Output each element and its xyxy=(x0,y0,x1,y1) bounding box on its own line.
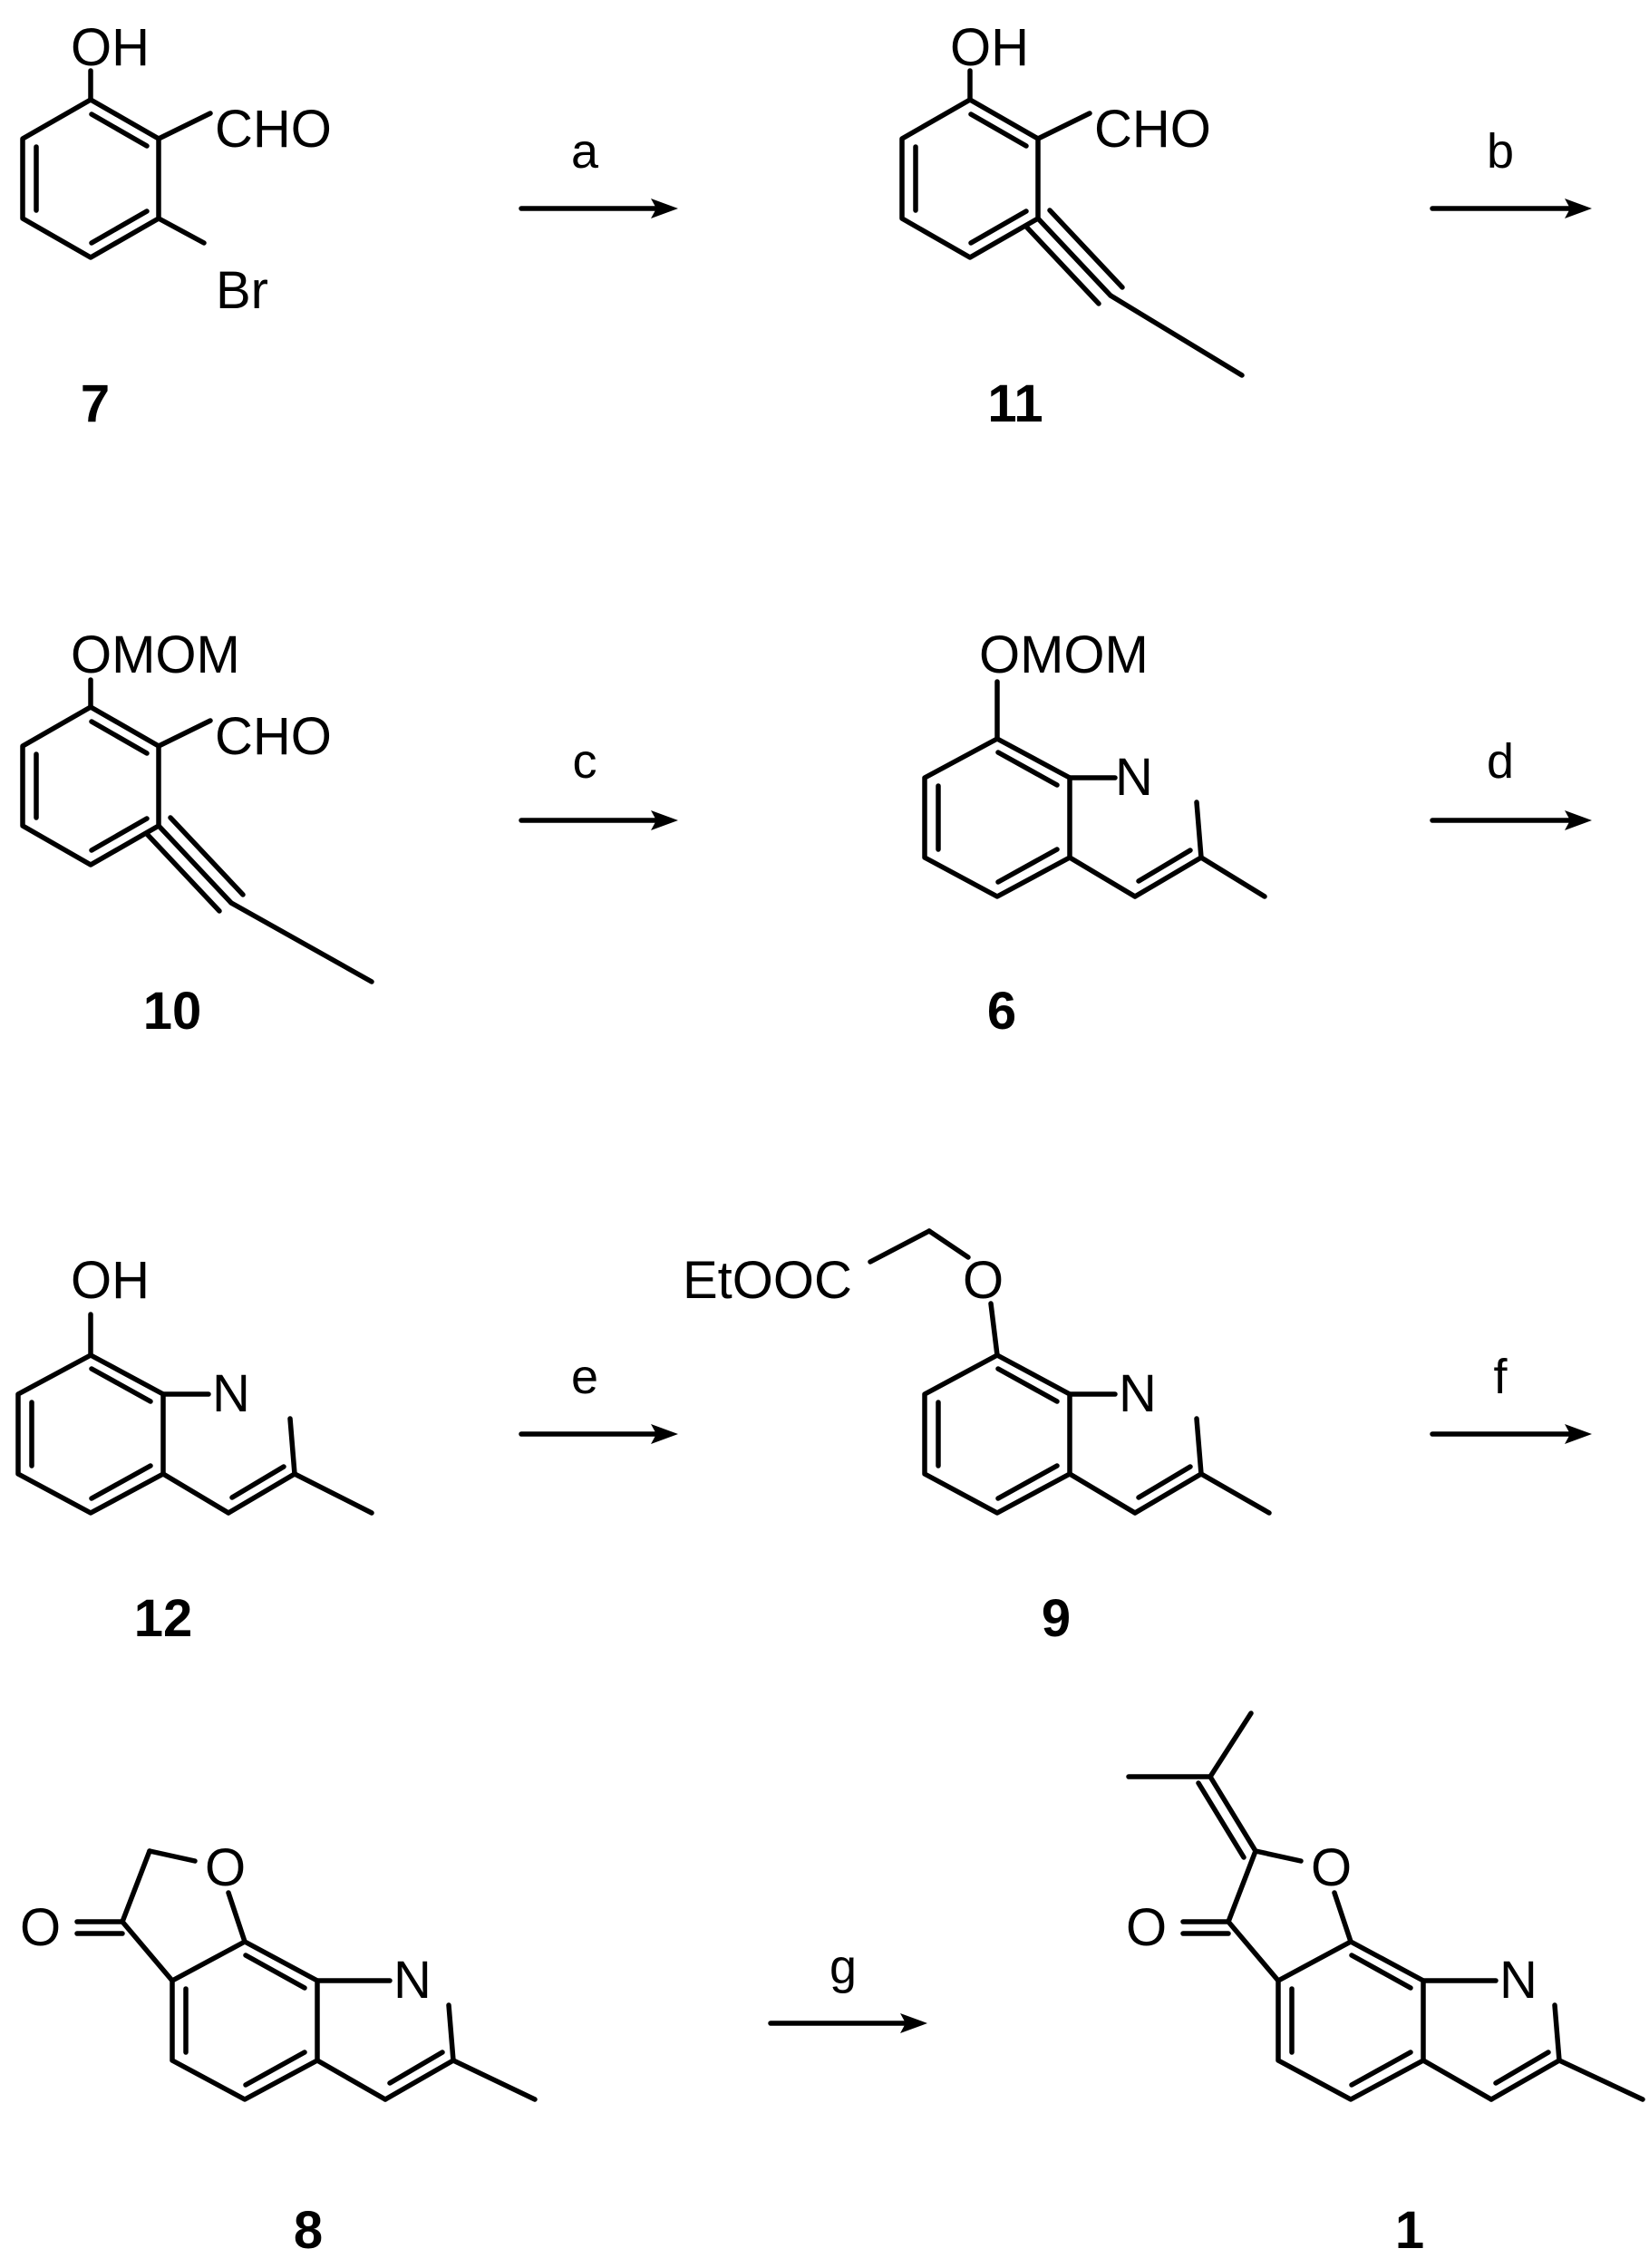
step-label: f xyxy=(1493,1350,1508,1404)
compound-number: 8 xyxy=(294,2201,323,2260)
nitrogen-label: N xyxy=(393,1951,432,2010)
step-label: d xyxy=(1487,734,1514,789)
compound-10: OMOM CHO 10 xyxy=(20,625,374,1041)
hydroxyl-label: OH xyxy=(71,18,150,77)
methoxymethoxy-label: OMOM xyxy=(979,625,1149,684)
compound-8-bonds xyxy=(74,1848,538,2102)
ester-label: EtOOC xyxy=(683,1251,852,1310)
ring-oxygen-label: O xyxy=(205,1838,246,1897)
reaction-arrow-e: e xyxy=(519,1350,678,1444)
hydroxyl-label: OH xyxy=(950,18,1029,77)
compound-number: 10 xyxy=(143,982,202,1041)
compound-9: EtOOC O N 9 xyxy=(683,1228,1272,1648)
keto-oxygen-label: O xyxy=(1126,1898,1167,1957)
reaction-arrow-b: b xyxy=(1430,124,1592,218)
reaction-arrow-g: g xyxy=(768,1940,927,2033)
nitrogen-label: N xyxy=(1499,1951,1537,2010)
ring-oxygen-label: O xyxy=(1311,1838,1352,1897)
compound-number: 7 xyxy=(81,374,110,433)
compound-7: OH CHO Br 7 xyxy=(20,18,332,433)
compound-7-bonds xyxy=(20,68,213,260)
compound-11: OH CHO 11 xyxy=(899,18,1245,433)
methoxymethoxy-label: OMOM xyxy=(71,625,240,684)
reaction-arrow-f: f xyxy=(1430,1350,1592,1444)
reaction-arrow-d: d xyxy=(1430,734,1592,830)
nitrogen-label: N xyxy=(212,1364,250,1423)
nitrogen-label: N xyxy=(1115,748,1153,807)
compound-12: OH N 12 xyxy=(15,1251,374,1648)
compound-12-bonds xyxy=(15,1312,374,1516)
compound-number: 12 xyxy=(134,1589,193,1648)
aldehyde-label: CHO xyxy=(215,707,332,766)
compound-1-bonds xyxy=(1126,1711,1645,2102)
compound-9-bonds xyxy=(868,1228,1272,1516)
keto-oxygen-label: O xyxy=(20,1898,61,1957)
aldehyde-label: CHO xyxy=(1094,100,1211,159)
compound-1: O O N 1 xyxy=(1126,1711,1645,2260)
aldehyde-label: CHO xyxy=(215,100,332,159)
reaction-arrow-c: c xyxy=(519,734,678,830)
step-label: g xyxy=(829,1940,857,1994)
compound-number: 1 xyxy=(1395,2201,1424,2260)
oxygen-label: O xyxy=(963,1251,1004,1310)
compound-10-bonds xyxy=(20,677,374,984)
step-label: a xyxy=(571,124,599,179)
step-label: b xyxy=(1487,124,1514,179)
compound-8: O O N 8 xyxy=(20,1838,538,2260)
compound-6: OMOM N 6 xyxy=(922,625,1267,1041)
reaction-arrow-a: a xyxy=(519,124,678,218)
compound-number: 9 xyxy=(1042,1589,1071,1648)
compound-number: 11 xyxy=(987,374,1043,433)
step-label: e xyxy=(571,1350,598,1404)
compound-11-bonds xyxy=(899,68,1245,378)
compound-number: 6 xyxy=(987,982,1016,1041)
bromo-label: Br xyxy=(216,261,268,320)
step-label: c xyxy=(573,734,597,789)
nitrogen-label: N xyxy=(1119,1364,1157,1423)
compound-6-bonds xyxy=(922,679,1267,899)
hydroxyl-label: OH xyxy=(71,1251,150,1310)
